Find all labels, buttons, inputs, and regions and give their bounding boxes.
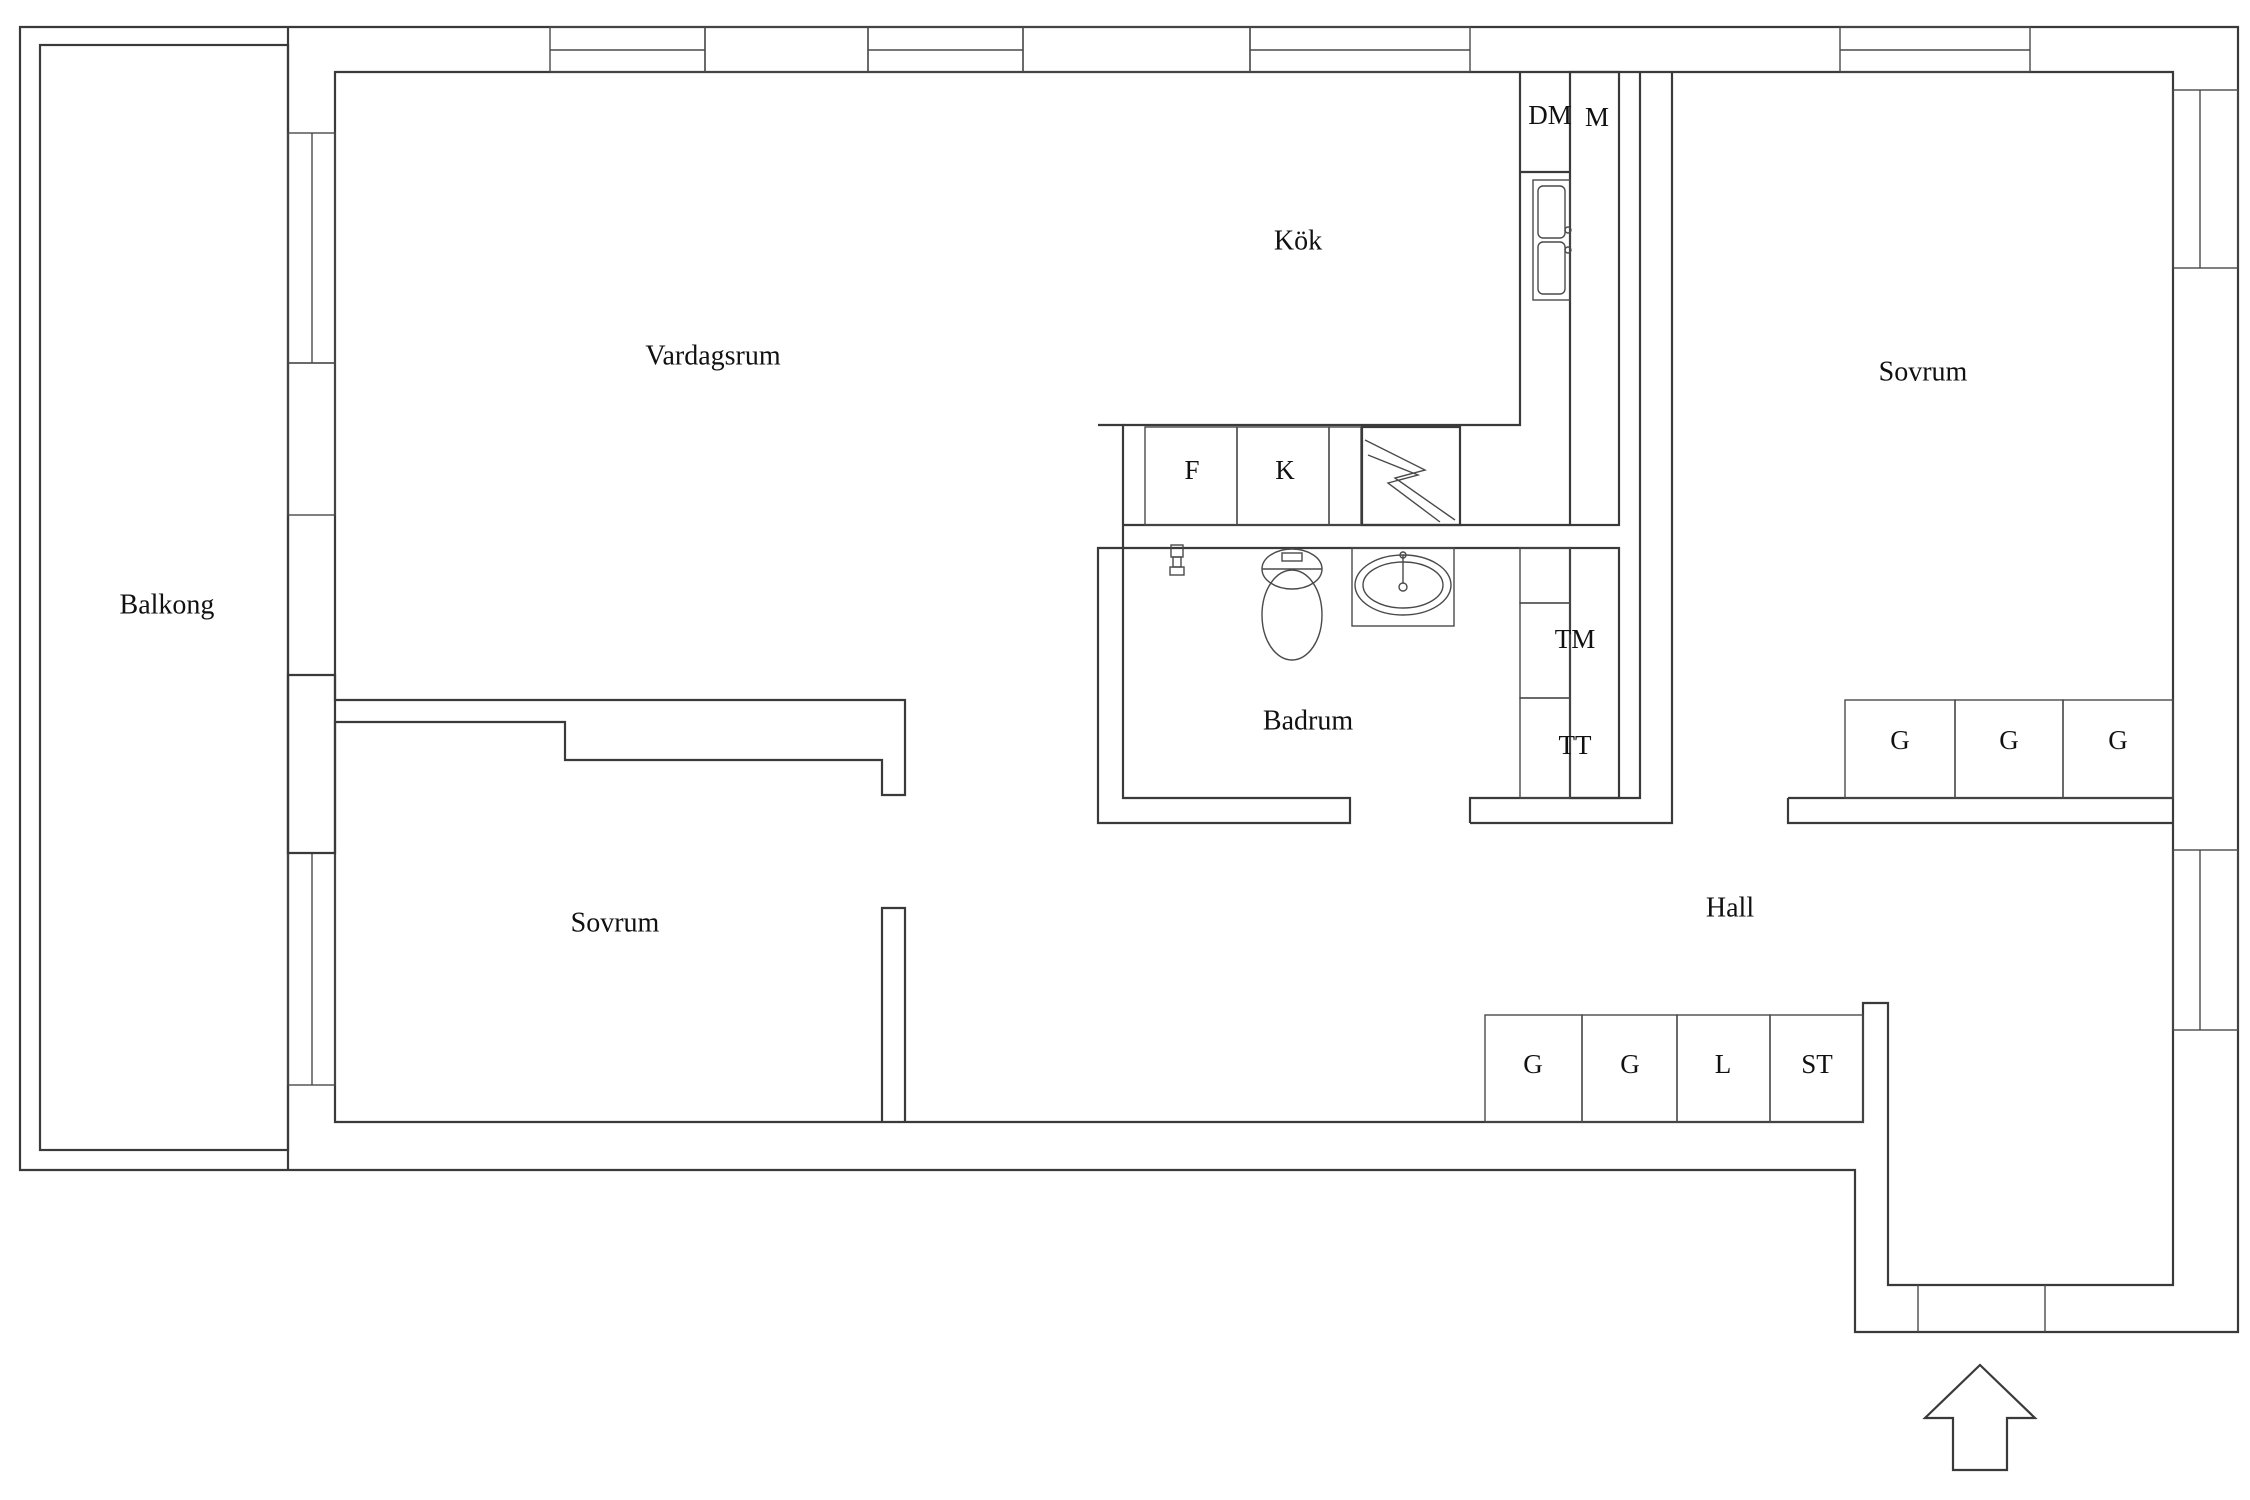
- windows: [287, 26, 2239, 1332]
- washbasin-icon: [1351, 547, 1455, 627]
- fixture-label-microwave: M: [1585, 102, 1609, 132]
- room-label-living-room: Vardagsrum: [645, 340, 781, 371]
- toilet-icon: [1261, 548, 1323, 661]
- sink-icon: [1532, 179, 1572, 301]
- hall-wardrobes: [1484, 1014, 1864, 1123]
- linen-closet-label: L: [1715, 1049, 1732, 1079]
- room-label-kitchen: Kök: [1274, 225, 1322, 256]
- fixture-label-fridge: K: [1275, 455, 1295, 485]
- interior-walls: [286, 72, 2173, 1122]
- room-label-bedroom-right: Sovrum: [1879, 356, 1968, 387]
- bathroom-fixtures: [1169, 544, 1621, 800]
- entrance-arrow-icon: [1922, 1363, 2038, 1472]
- tall-cabinet: [1568, 70, 1621, 527]
- kitchen-appliances: [1144, 70, 1621, 527]
- room-label-hall: Hall: [1706, 892, 1754, 923]
- wardrobe-label: G: [2108, 725, 2128, 755]
- bedroom-wardrobes: [1844, 699, 2174, 799]
- wardrobe-label: G: [1523, 1049, 1543, 1079]
- room-label-bathroom: Badrum: [1263, 705, 1353, 736]
- outer-walls: [18, 25, 2240, 1334]
- wardrobe-label: G: [1999, 725, 2019, 755]
- stove-icon: [1360, 425, 1462, 527]
- fixture-label-washing-machine: TM: [1555, 624, 1596, 654]
- room-label-bedroom-left: Sovrum: [571, 907, 660, 938]
- wardrobe-label: G: [1890, 725, 1910, 755]
- fixture-label-dishwasher: DM: [1528, 100, 1572, 130]
- room-label-balcony: Balkong: [120, 589, 215, 620]
- laundry-column: [1568, 546, 1621, 800]
- fixture-label-dryer: TT: [1559, 730, 1592, 760]
- fixture-label-freezer: F: [1184, 455, 1199, 485]
- wardrobe-label: G: [1620, 1049, 1640, 1079]
- storage-closet-label: ST: [1801, 1049, 1833, 1079]
- shower-icon: [1169, 544, 1185, 576]
